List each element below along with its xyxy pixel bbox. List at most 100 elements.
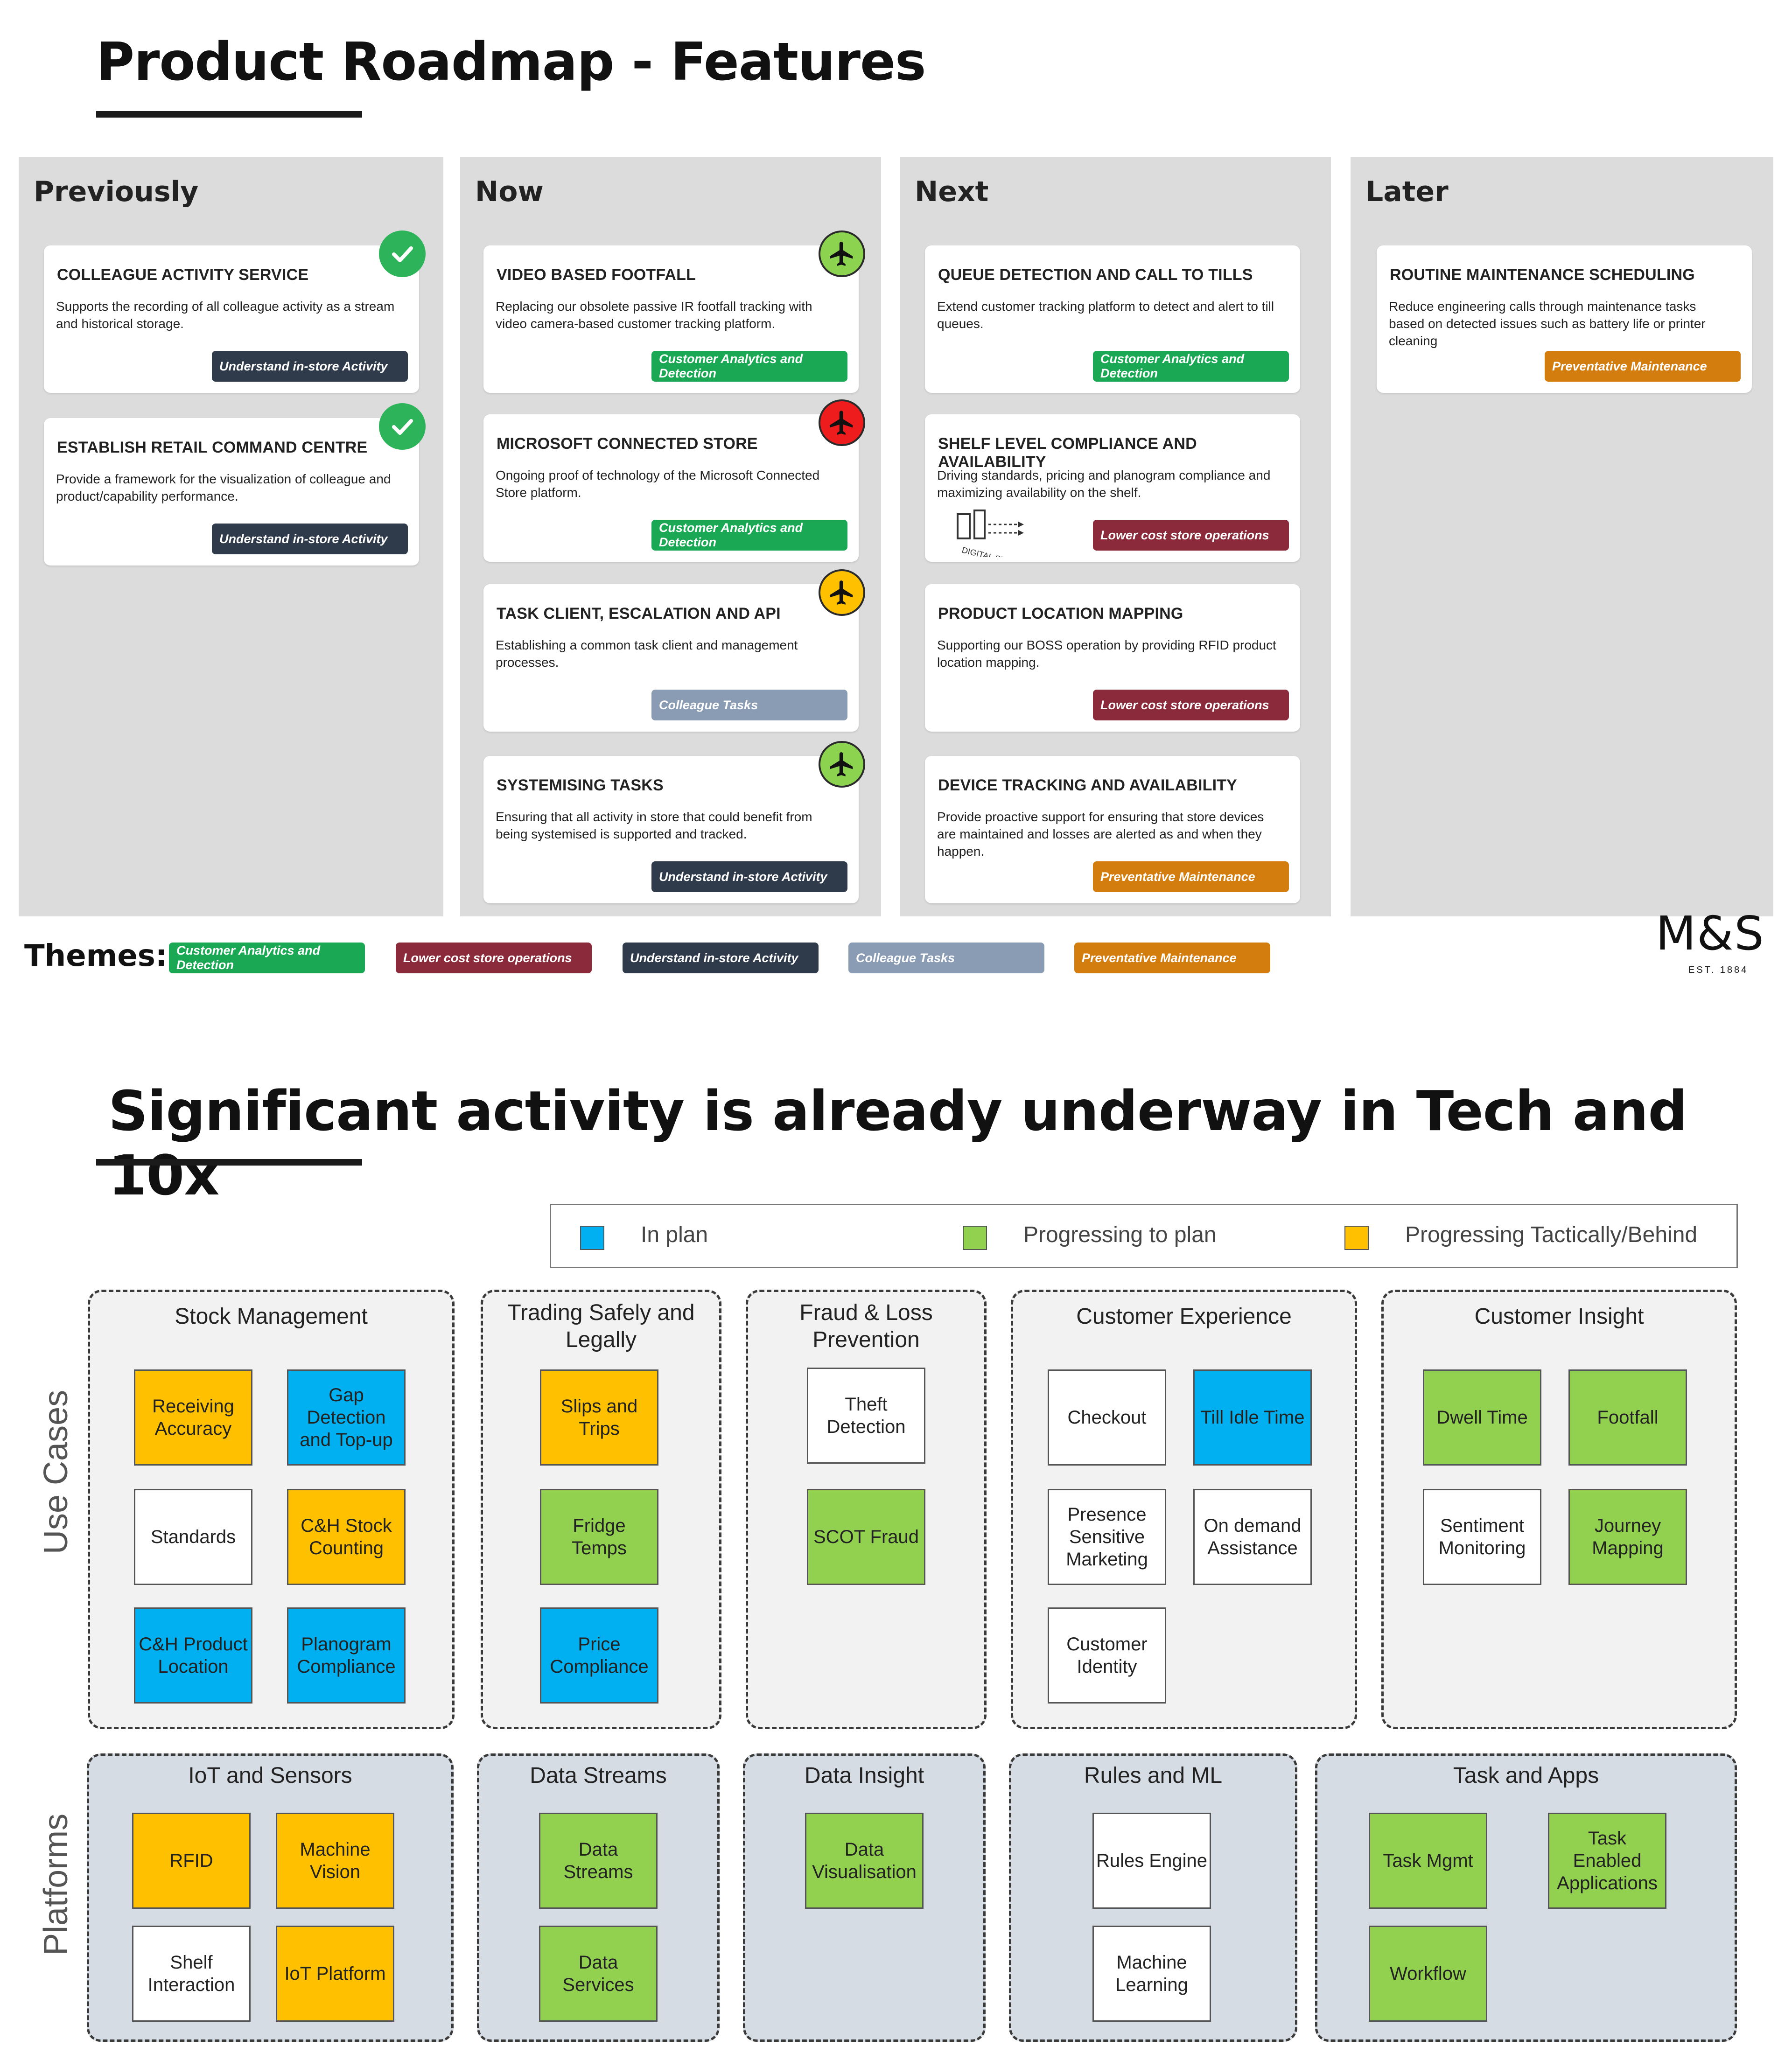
legend-swatch-in-plan: [580, 1226, 604, 1250]
platforms-label: Platforms: [37, 1813, 75, 1955]
theme-tag: Colleague Tasks: [651, 690, 847, 720]
use-case-tile[interactable]: Footfall: [1568, 1369, 1687, 1466]
use-case-tile[interactable]: Till Idle Time: [1193, 1369, 1312, 1466]
card-description: Supports the recording of all colleague …: [56, 299, 395, 331]
legend-label: In plan: [641, 1222, 708, 1247]
platform-tile[interactable]: Task Mgmt: [1369, 1813, 1487, 1909]
group-task-apps: Task and Apps Task Mgmt Task Enabled App…: [1315, 1753, 1737, 2042]
column-heading: Previously: [34, 175, 199, 208]
digital-stores-logo-text: DIGITAL STORES: [961, 545, 1029, 557]
column-previously: Previously COLLEAGUE ACTIVITY SERVICE Su…: [19, 157, 443, 916]
theme-tag: Understand in-store Activity: [212, 524, 408, 554]
card-title: SHELF LEVEL COMPLIANCE AND AVAILABILITY: [938, 435, 1197, 471]
platform-tile[interactable]: Shelf Interaction: [132, 1926, 251, 2022]
use-case-tile[interactable]: On demand Assistance: [1193, 1489, 1312, 1585]
brand-logo: M&S: [1656, 906, 1765, 961]
group-title: Data Streams: [530, 1763, 667, 1788]
roadmap-card[interactable]: COLLEAGUE ACTIVITY SERVICE Supports the …: [44, 230, 426, 393]
theme-chip-preventative-maintenance: Preventative Maintenance: [1074, 943, 1270, 973]
group-title: Task and Apps: [1453, 1763, 1599, 1788]
roadmap-title: Product Roadmap - Features: [96, 32, 926, 92]
group-title: Customer Insight: [1474, 1304, 1644, 1329]
platform-tile[interactable]: IoT Platform: [276, 1926, 394, 2022]
platform-tile[interactable]: Machine Learning: [1092, 1926, 1211, 2022]
use-case-tile[interactable]: Checkout: [1048, 1369, 1166, 1466]
card-description: Extend customer tracking platform to det…: [937, 299, 1274, 331]
use-case-tile[interactable]: Dwell Time: [1423, 1369, 1541, 1466]
platform-tile[interactable]: Data Streams: [539, 1813, 658, 1909]
roadmap-card[interactable]: SYSTEMISING TASKS Ensuring that all acti…: [483, 741, 865, 903]
use-case-tile[interactable]: Customer Identity: [1048, 1607, 1166, 1704]
use-case-tile[interactable]: C&H Stock Counting: [287, 1489, 406, 1585]
roadmap-card[interactable]: ROUTINE MAINTENANCE SCHEDULING Reduce en…: [1377, 245, 1752, 393]
use-case-tile[interactable]: C&H Product Location: [134, 1607, 252, 1704]
activity-title-underline: [96, 1159, 362, 1166]
group-rules-ml: Rules and ML Rules Engine Machine Learni…: [1009, 1753, 1297, 2042]
group-data-insight: Data Insight Data Visualisation: [743, 1753, 986, 2042]
card-title: TASK CLIENT, ESCALATION AND API: [497, 605, 781, 622]
use-case-tile[interactable]: Fridge Temps: [540, 1489, 658, 1585]
roadmap-title-underline: [96, 111, 362, 118]
use-case-tile[interactable]: Planogram Compliance: [287, 1607, 406, 1704]
roadmap-card[interactable]: PRODUCT LOCATION MAPPING Supporting our …: [925, 584, 1300, 732]
roadmap-card[interactable]: MICROSOFT CONNECTED STORE Ongoing proof …: [483, 399, 865, 562]
use-case-tile[interactable]: Slips and Trips: [540, 1369, 658, 1466]
theme-tag: Preventative Maintenance: [1545, 351, 1741, 382]
card-description: Reduce engineering calls through mainten…: [1389, 299, 1706, 348]
theme-chip-customer-analytics: Customer Analytics and Detection: [169, 943, 365, 973]
use-case-tile[interactable]: SCOT Fraud: [807, 1489, 925, 1585]
group-customer-insight: Customer Insight Dwell Time Footfall Sen…: [1381, 1290, 1737, 1729]
platform-tile[interactable]: Machine Vision: [276, 1813, 394, 1909]
roadmap-card[interactable]: TASK CLIENT, ESCALATION AND API Establis…: [483, 569, 865, 732]
card-description: Provide proactive support for ensuring t…: [937, 810, 1264, 859]
use-case-tile[interactable]: Theft Detection: [807, 1368, 925, 1464]
platform-tile[interactable]: RFID: [132, 1813, 251, 1909]
group-stock-management: Stock Management Receiving Accuracy Gap …: [88, 1290, 455, 1729]
use-case-tile[interactable]: Presence Sensitive Marketing: [1048, 1489, 1166, 1585]
column-next: Next QUEUE DETECTION AND CALL TO TILLS E…: [900, 157, 1331, 916]
group-data-streams: Data Streams Data Streams Data Services: [477, 1753, 720, 2042]
card-description: Establishing a common task client and ma…: [496, 638, 798, 670]
legend-label: Progressing Tactically/Behind: [1405, 1222, 1698, 1247]
group-title: Rules and ML: [1084, 1763, 1223, 1788]
use-case-tile[interactable]: Standards: [134, 1489, 252, 1585]
card-description: Replacing our obsolete passive IR footfa…: [496, 299, 812, 331]
card-title: DEVICE TRACKING AND AVAILABILITY: [938, 776, 1238, 794]
roadmap-card[interactable]: VIDEO BASED FOOTFALL Replacing our obsol…: [483, 230, 865, 393]
platform-tile[interactable]: Task Enabled Applications: [1548, 1813, 1666, 1909]
group-customer-experience: Customer Experience Checkout Till Idle T…: [1011, 1290, 1357, 1729]
roadmap-card[interactable]: QUEUE DETECTION AND CALL TO TILLS Extend…: [925, 245, 1300, 393]
column-heading: Next: [915, 175, 989, 208]
use-case-tile[interactable]: Journey Mapping: [1568, 1489, 1687, 1585]
card-title: QUEUE DETECTION AND CALL TO TILLS: [938, 266, 1253, 284]
roadmap-card[interactable]: DEVICE TRACKING AND AVAILABILITY Provide…: [925, 756, 1300, 903]
group-iot-sensors: IoT and Sensors RFID Machine Vision Shel…: [87, 1753, 454, 2042]
use-case-tile[interactable]: Receiving Accuracy: [134, 1369, 252, 1466]
theme-tag: Understand in-store Activity: [651, 861, 847, 892]
use-case-tile[interactable]: Price Compliance: [540, 1607, 658, 1704]
theme-tag: Lower cost store operations: [1093, 690, 1289, 720]
theme-chip-understand-activity: Understand in-store Activity: [623, 943, 819, 973]
group-title: Fraud & Loss Prevention: [799, 1300, 933, 1352]
theme-tag: Customer Analytics and Detection: [651, 351, 847, 382]
roadmap-card[interactable]: SHELF LEVEL COMPLIANCE AND AVAILABILITY …: [925, 414, 1300, 571]
check-icon: [379, 230, 426, 277]
use-cases-label: Use Cases: [37, 1390, 75, 1554]
card-title: ROUTINE MAINTENANCE SCHEDULING: [1390, 266, 1695, 284]
column-heading: Later: [1365, 175, 1449, 208]
platform-tile[interactable]: Workflow: [1369, 1926, 1487, 2022]
roadmap-card[interactable]: ESTABLISH RETAIL COMMAND CENTRE Provide …: [44, 403, 426, 566]
theme-tag: Preventative Maintenance: [1093, 861, 1289, 892]
legend-swatch-tactical: [1344, 1226, 1369, 1250]
platform-tile[interactable]: Data Services: [539, 1926, 658, 2022]
card-title: COLLEAGUE ACTIVITY SERVICE: [57, 266, 309, 284]
platform-tile[interactable]: Rules Engine: [1092, 1813, 1211, 1909]
digital-stores-logo: DIGITAL STORES: [948, 506, 1037, 571]
group-fraud-loss: Fraud & Loss Prevention Theft Detection …: [746, 1290, 987, 1729]
use-case-tile[interactable]: Sentiment Monitoring: [1423, 1489, 1541, 1585]
use-case-tile[interactable]: Gap Detection and Top-up: [287, 1369, 406, 1466]
status-legend: In plan Progressing to plan Progressing …: [550, 1204, 1738, 1268]
card-description: Provide a framework for the visualizatio…: [56, 472, 391, 503]
themes-label: Themes:: [24, 939, 168, 973]
platform-tile[interactable]: Data Visualisation: [805, 1813, 924, 1909]
